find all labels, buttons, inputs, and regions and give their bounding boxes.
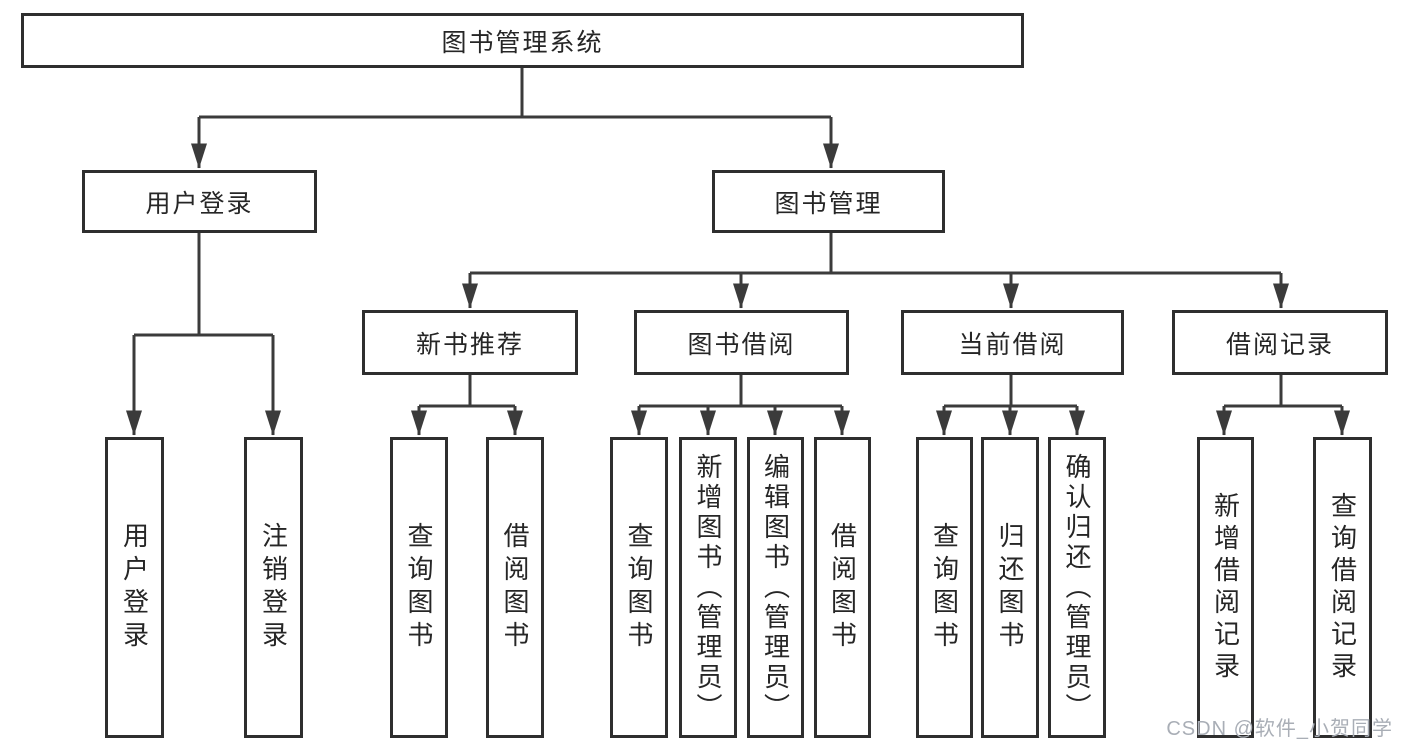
- node-library-management-system: 图书管理系统: [21, 13, 1024, 68]
- leaf-add-borrow-record: 新增借阅记录: [1197, 437, 1254, 738]
- leaf-borrow-books: 借阅图书: [486, 437, 544, 738]
- leaf-label: 查询图书: [929, 521, 960, 654]
- leaf-label: 确认归还（管理员）: [1062, 452, 1092, 723]
- leaf-query-books-3: 查询图书: [916, 437, 973, 738]
- node-label: 图书借阅: [687, 330, 796, 359]
- leaf-edit-book-admin: 编辑图书（管理员）: [747, 437, 804, 738]
- leaf-user-login: 用户登录: [105, 437, 164, 738]
- node-book-management: 图书管理: [712, 170, 945, 233]
- leaf-label: 归还图书: [995, 521, 1025, 654]
- node-label: 当前借阅: [958, 330, 1067, 359]
- node-user-login: 用户登录: [82, 170, 317, 233]
- leaf-label: 编辑图书（管理员）: [760, 452, 791, 723]
- node-new-book-recommendation: 新书推荐: [362, 310, 578, 375]
- leaf-label: 用户登录: [119, 521, 150, 654]
- leaf-label: 新增借阅记录: [1210, 491, 1241, 684]
- leaf-query-borrow-record: 查询借阅记录: [1313, 437, 1372, 738]
- watermark: CSDN @软件_小贺同学: [1166, 718, 1393, 740]
- node-label: 新书推荐: [415, 330, 524, 359]
- leaf-label: 查询图书: [404, 521, 434, 654]
- leaf-borrow-books-2: 借阅图书: [814, 437, 871, 738]
- node-label: 图书管理系统: [441, 28, 604, 57]
- leaf-label: 新增图书（管理员）: [693, 452, 723, 723]
- leaf-add-book-admin: 新增图书（管理员）: [679, 437, 737, 738]
- leaf-logout: 注销登录: [244, 437, 303, 738]
- node-label: 用户登录: [145, 189, 254, 218]
- leaf-label: 查询图书: [624, 521, 654, 654]
- leaf-query-books-2: 查询图书: [610, 437, 668, 738]
- node-borrowing-records: 借阅记录: [1172, 310, 1388, 375]
- node-label: 图书管理: [774, 189, 883, 218]
- node-current-borrowing: 当前借阅: [901, 310, 1124, 375]
- leaf-label: 借阅图书: [827, 521, 858, 654]
- leaf-label: 注销登录: [258, 521, 289, 654]
- leaf-return-books: 归还图书: [981, 437, 1039, 738]
- leaf-query-books: 查询图书: [390, 437, 448, 738]
- leaf-label: 借阅图书: [500, 521, 530, 654]
- node-book-borrowing: 图书借阅: [634, 310, 849, 375]
- leaf-confirm-return-admin: 确认归还（管理员）: [1048, 437, 1106, 738]
- node-label: 借阅记录: [1225, 330, 1334, 359]
- leaf-label: 查询借阅记录: [1327, 491, 1358, 684]
